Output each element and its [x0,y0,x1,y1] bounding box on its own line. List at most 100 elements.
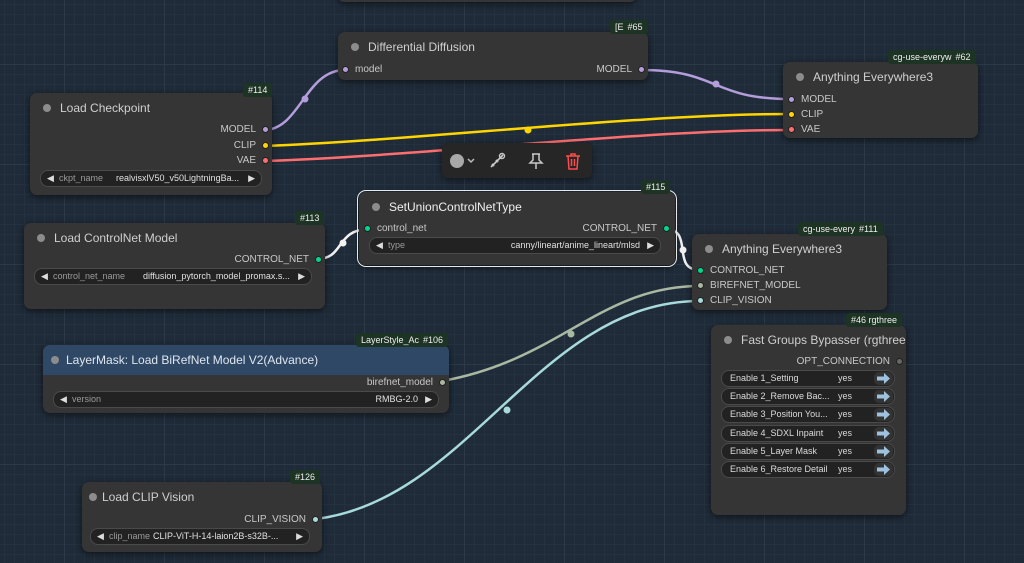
port-dot-icon[interactable] [788,111,795,118]
port-dot-icon[interactable] [788,96,795,103]
collapse-dot-icon[interactable] [724,336,732,344]
pin-button[interactable] [526,152,546,170]
anything-everywhere-111-node[interactable]: Anything Everywhere3 CONTROL_NET BIREFNE… [692,234,887,310]
wire-clip-vision[interactable] [315,299,701,521]
type-combo[interactable]: ◀ type canny/lineart/anime_lineart/mlsd … [369,237,661,254]
output-model[interactable]: MODEL [596,63,645,77]
collapse-dot-icon[interactable] [796,73,804,81]
port-dot-icon[interactable] [262,157,269,164]
version-combo[interactable]: ◀ version RMBG-2.0 ▶ [53,391,439,408]
node-title[interactable]: Fast Groups Bypasser (rgthree) [711,325,906,355]
goto-arrow-icon[interactable] [874,408,893,421]
goto-arrow-icon[interactable] [874,390,893,403]
goto-arrow-icon[interactable] [874,372,893,385]
arrow-left-icon[interactable]: ◀ [41,271,48,281]
collapse-dot-icon[interactable] [705,245,713,253]
input-clip[interactable]: CLIP [788,108,823,122]
arrow-left-icon[interactable]: ◀ [97,531,104,541]
differential-diffusion-node[interactable]: Differential Diffusion model MODEL [338,32,648,80]
input-control-net[interactable]: CONTROL_NET [697,264,784,278]
port-dot-icon[interactable] [697,267,704,274]
clip-name-combo[interactable]: ◀ clip_name CLIP-ViT-H-14-laion2B-s32B-.… [90,528,310,545]
delete-button[interactable] [563,152,583,170]
wire-midpoint[interactable] [712,80,720,88]
output-model[interactable]: MODEL [220,123,269,137]
collapse-dot-icon[interactable] [89,493,97,501]
node-title[interactable]: Load Checkpoint [30,93,272,123]
output-birefnet-model[interactable]: birefnet_model [367,376,446,390]
offscreen-node[interactable] [338,0,636,2]
input-model[interactable]: model [342,63,382,77]
load-clip-vision-node[interactable]: Load CLIP Vision CLIP_VISION ◀ clip_name… [82,482,322,552]
toggle-enable-2-remove-bac[interactable]: Enable 2_Remove Bac...yes [721,388,895,405]
toggle-value[interactable]: yes [838,409,853,419]
toggle-enable-3-position[interactable]: Enable 3_Position You...yes [721,406,895,423]
port-dot-icon[interactable] [262,126,269,133]
port-dot-icon[interactable] [638,66,645,73]
input-vae[interactable]: VAE [788,123,820,137]
load-controlnet-node[interactable]: Load ControlNet Model CONTROL_NET ◀ cont… [24,223,325,309]
set-union-controlnet-type-node[interactable]: SetUnionControlNetType control_net CONTR… [357,190,677,267]
port-dot-icon[interactable] [896,358,903,365]
output-vae[interactable]: VAE [237,154,269,168]
port-dot-icon[interactable] [364,225,371,232]
color-picker-button[interactable] [448,152,478,170]
node-title[interactable]: Anything Everywhere3 [692,234,887,264]
input-control-net[interactable]: control_net [364,222,426,236]
port-dot-icon[interactable] [439,379,446,386]
arrow-right-icon[interactable]: ▶ [298,271,305,281]
output-clip[interactable]: CLIP [234,139,269,153]
output-control-net[interactable]: CONTROL_NET [235,253,322,267]
ckpt-name-combo[interactable]: ◀ ckpt_name realvisxlV50_v50LightningBa.… [40,170,262,187]
wire-birefnet[interactable] [441,284,701,383]
wire-midpoint[interactable] [339,239,347,247]
toggle-value[interactable]: yes [838,373,853,383]
input-clip-vision[interactable]: CLIP_VISION [697,294,772,308]
arrow-left-icon[interactable]: ◀ [47,173,54,183]
goto-arrow-icon[interactable] [874,445,893,458]
output-opt-connection[interactable]: OPT_CONNECTION [797,355,903,369]
port-dot-icon[interactable] [663,225,670,232]
goto-arrow-icon[interactable] [874,427,893,440]
wire-midpoint[interactable] [567,330,575,338]
toggle-value[interactable]: yes [838,428,853,438]
wire-midpoint[interactable] [503,406,511,414]
bypass-button[interactable] [488,152,508,170]
input-birefnet-model[interactable]: BIREFNET_MODEL [697,279,801,293]
wire-midpoint[interactable] [524,126,532,134]
output-clip-vision[interactable]: CLIP_VISION [244,513,319,527]
collapse-dot-icon[interactable] [351,43,359,51]
arrow-right-icon[interactable]: ▶ [425,394,432,404]
control-net-name-combo[interactable]: ◀ control_net_name diffusion_pytorch_mod… [34,268,312,285]
arrow-left-icon[interactable]: ◀ [60,394,67,404]
collapse-dot-icon[interactable] [43,104,51,112]
layermask-birefnet-node[interactable]: LayerMask: Load BiRefNet Model V2(Advanc… [43,345,449,413]
arrow-right-icon[interactable]: ▶ [647,240,654,250]
node-title[interactable]: Load CLIP Vision [82,482,322,512]
wire-midpoint[interactable] [301,95,309,103]
port-dot-icon[interactable] [342,66,349,73]
output-control-net[interactable]: CONTROL_NET [583,222,670,236]
port-dot-icon[interactable] [262,142,269,149]
anything-everywhere-62-node[interactable]: Anything Everywhere3 MODEL CLIP VAE [783,62,978,138]
wire-midpoint[interactable] [679,246,687,254]
node-title[interactable]: Load ControlNet Model [24,223,325,253]
load-checkpoint-node[interactable]: Load Checkpoint MODEL CLIP VAE ◀ ckpt_na… [30,93,272,195]
node-title[interactable]: Differential Diffusion [338,32,648,62]
arrow-right-icon[interactable]: ▶ [296,531,303,541]
collapse-dot-icon[interactable] [51,356,59,364]
port-dot-icon[interactable] [788,126,795,133]
node-title[interactable]: Anything Everywhere3 [783,62,978,92]
port-dot-icon[interactable] [697,282,704,289]
input-model[interactable]: MODEL [788,93,837,107]
port-dot-icon[interactable] [312,516,319,523]
collapse-dot-icon[interactable] [372,203,380,211]
node-title[interactable]: LayerMask: Load BiRefNet Model V2(Advanc… [43,345,449,375]
port-dot-icon[interactable] [315,256,322,263]
arrow-left-icon[interactable]: ◀ [376,240,383,250]
node-title[interactable]: SetUnionControlNetType [359,192,675,222]
